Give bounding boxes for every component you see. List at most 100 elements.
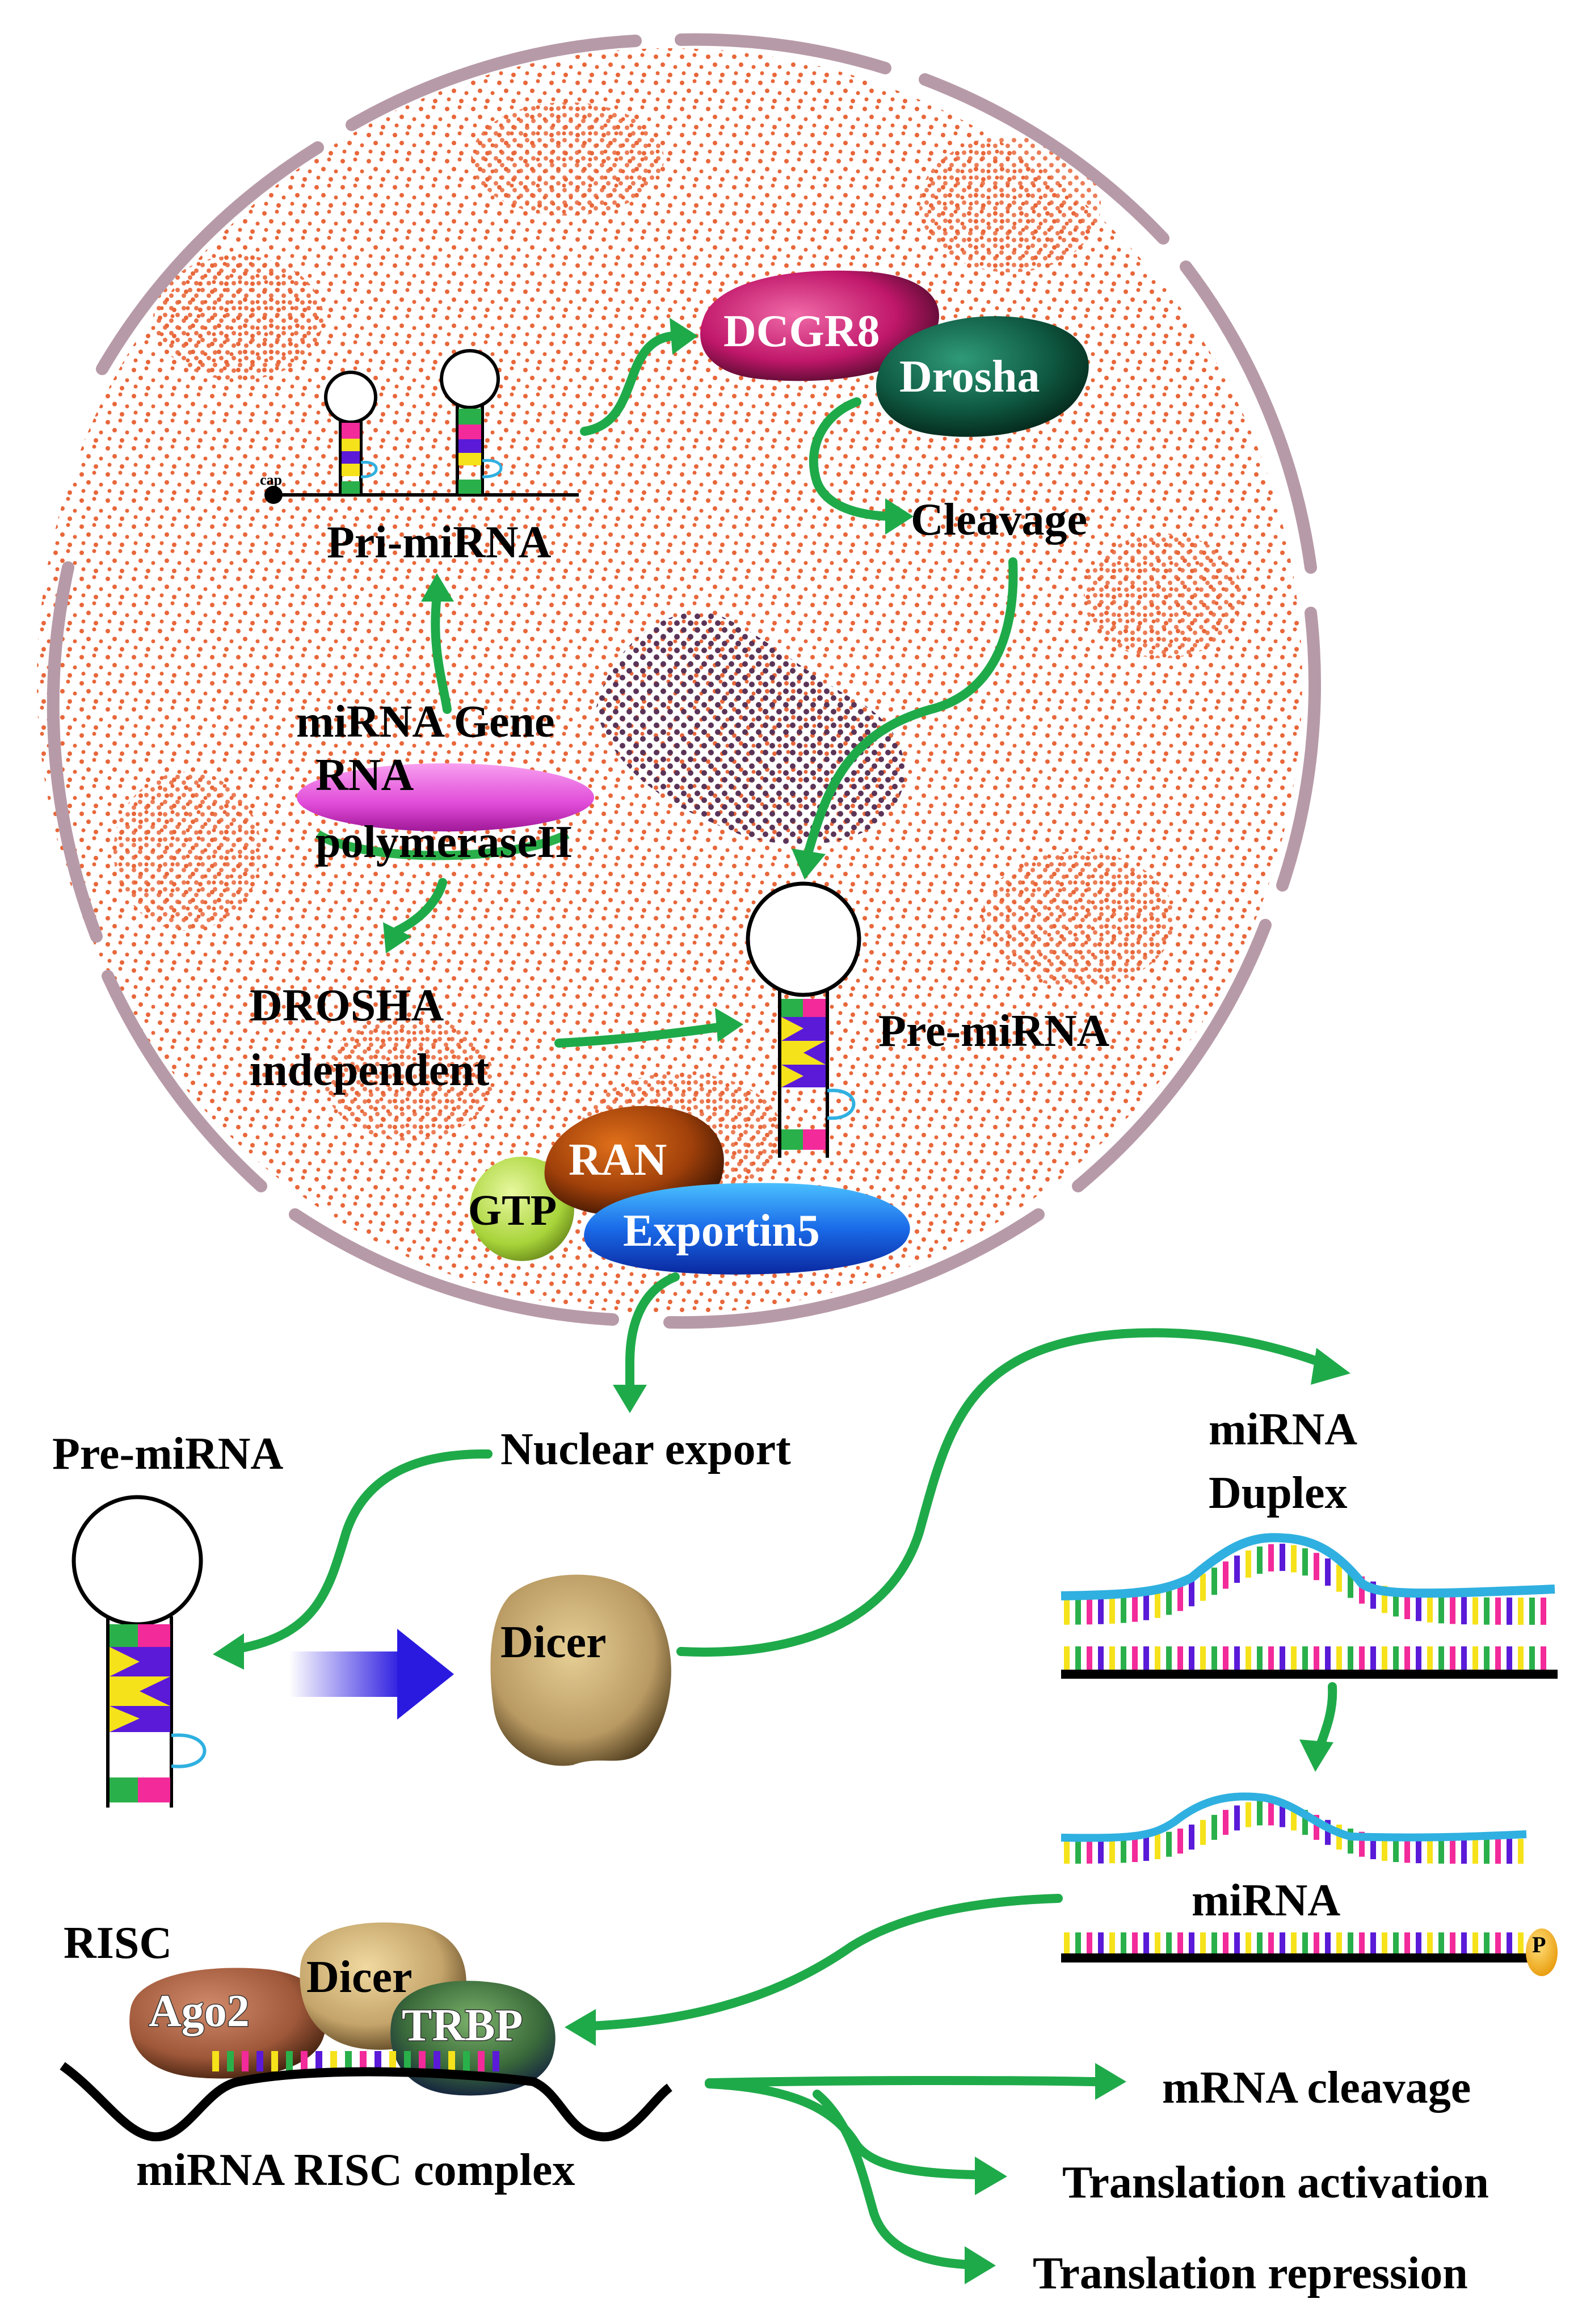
mirna-duplex-label-2: Duplex bbox=[1209, 1468, 1348, 1518]
nucleotide-base bbox=[1359, 1831, 1365, 1857]
nucleotide-base bbox=[1370, 1834, 1376, 1859]
polymerase-label: polymeraseII bbox=[315, 817, 573, 867]
nucleotide-base bbox=[1257, 1546, 1263, 1574]
nucleotide-base bbox=[1211, 1567, 1217, 1595]
nucleotide-base bbox=[1075, 1838, 1081, 1864]
nucleotide-base bbox=[315, 2051, 322, 2071]
nucleotide-base bbox=[1177, 1583, 1183, 1611]
nucleotide-base bbox=[1529, 1597, 1535, 1625]
nucleotide-base bbox=[1302, 1548, 1308, 1576]
nucleotide-base bbox=[1495, 1646, 1501, 1671]
dicer-label: Dicer bbox=[500, 1617, 607, 1667]
rna-polymerase-ii: RNA polymeraseII bbox=[297, 750, 594, 867]
nucleotide-base bbox=[1336, 1824, 1342, 1850]
nucleotide-base bbox=[1234, 1556, 1240, 1583]
nucleotide-base bbox=[1200, 1573, 1206, 1601]
nucleotide-base bbox=[1461, 1597, 1467, 1625]
nucleotide-base bbox=[1155, 1834, 1160, 1859]
exportin5-protein: Exportin5 bbox=[584, 1183, 910, 1275]
nucleotide-base bbox=[1291, 1646, 1297, 1671]
nucleotide-base bbox=[1177, 1829, 1183, 1854]
nucleotide-base bbox=[301, 2051, 308, 2071]
pre-mirna-cytoplasm-structure bbox=[71, 1495, 207, 1808]
nucleotide-base bbox=[1518, 1597, 1524, 1625]
pri-hairpin-2 bbox=[440, 349, 503, 495]
pre-mirna-cytoplasm-label: Pre-miRNA bbox=[52, 1429, 283, 1479]
nucleotide-base bbox=[1234, 1646, 1240, 1671]
nucleotide-base bbox=[1518, 1838, 1524, 1864]
arrow-to-mrna-cleavage bbox=[705, 2075, 1100, 2087]
nucleotide-base bbox=[1268, 1800, 1274, 1826]
nucleotide-base bbox=[345, 2051, 352, 2071]
target-mrna bbox=[60, 2062, 673, 2142]
arrow-cleavage-to-pre bbox=[804, 557, 1018, 856]
ago2-label: Ago2 bbox=[149, 1986, 250, 2036]
nucleotide-base bbox=[1416, 1646, 1421, 1671]
ago2-protein: Ago2 bbox=[129, 1968, 327, 2079]
nucleotide-base bbox=[1438, 1838, 1444, 1864]
trbp-label: TRBP bbox=[402, 2001, 523, 2050]
nucleotide-base bbox=[1291, 1545, 1297, 1573]
nucleotide-base bbox=[242, 2051, 249, 2071]
nucleotide-base bbox=[1359, 1576, 1365, 1604]
nucleotide-base bbox=[1211, 1932, 1217, 1955]
nucleotide-base bbox=[1495, 1932, 1501, 1955]
arrow-pri-to-dcgr8 bbox=[580, 331, 685, 436]
nucleotide-base bbox=[1461, 1932, 1467, 1955]
nucleotide-base bbox=[256, 2051, 263, 2071]
nucleotide-base bbox=[1370, 1932, 1376, 1955]
cleavage-label: Cleavage bbox=[911, 495, 1087, 545]
pri-mirna-label: Pri-miRNA bbox=[327, 518, 552, 568]
drosha-independent-label-1: DROSHA bbox=[250, 981, 444, 1031]
dicer-protein: Dicer bbox=[490, 1574, 671, 1766]
nucleotide-base bbox=[1325, 1932, 1331, 1955]
nucleotide-base bbox=[1484, 1597, 1490, 1625]
nucleotide-base bbox=[1109, 1596, 1115, 1624]
nucleotide-base bbox=[1472, 1838, 1478, 1864]
nucleotide-base bbox=[1393, 1932, 1399, 1955]
nucleotide-base bbox=[1189, 1932, 1194, 1955]
nucleotide-base bbox=[1325, 1646, 1331, 1671]
nucleotide-base bbox=[1348, 1932, 1353, 1955]
cap-label: cap bbox=[260, 472, 282, 488]
nucleotide-base bbox=[1314, 1814, 1319, 1840]
nucleotide-base bbox=[1507, 1932, 1512, 1955]
nucleotide-base bbox=[1438, 1596, 1444, 1624]
nucleotide-base bbox=[1268, 1544, 1274, 1571]
nucleotide-base bbox=[1075, 1646, 1081, 1671]
nucleotide-base bbox=[1166, 1587, 1172, 1615]
nucleotide-base bbox=[1246, 1550, 1251, 1578]
nucleotide-base bbox=[1246, 1646, 1251, 1671]
nucleotide-base bbox=[1314, 1646, 1319, 1671]
nucleotide-base bbox=[1064, 1597, 1070, 1625]
nucleotide-base bbox=[1280, 1544, 1285, 1571]
processing-block-arrow bbox=[289, 1629, 454, 1720]
pri-mirna-structure: cap bbox=[260, 349, 579, 504]
nucleotide-base bbox=[1155, 1646, 1160, 1671]
nucleotide-base bbox=[1404, 1591, 1410, 1619]
nucleotide-base bbox=[1132, 1594, 1138, 1622]
phosphate-label: P bbox=[1532, 1932, 1546, 1957]
nucleotide-base bbox=[1336, 1564, 1342, 1592]
nuclear-export-label: Nuclear export bbox=[500, 1424, 791, 1474]
nucleotide-base bbox=[1234, 1805, 1240, 1831]
mirna-duplex-structure bbox=[1061, 1533, 1558, 1679]
nucleotide-base bbox=[360, 2051, 367, 2071]
nucleotide-base bbox=[1404, 1932, 1410, 1955]
mirna-gene-label: miRNA Gene bbox=[296, 697, 555, 747]
nucleotide-base bbox=[1257, 1932, 1263, 1955]
nucleotide-base bbox=[1087, 1932, 1092, 1955]
nucleotide-base bbox=[1109, 1932, 1115, 1955]
nucleotide-base bbox=[1336, 1646, 1342, 1671]
nucleotide-base bbox=[1280, 1802, 1285, 1827]
nucleotide-base bbox=[1075, 1597, 1081, 1625]
dcgr8-label: DCGR8 bbox=[723, 306, 880, 356]
nucleotide-base bbox=[1109, 1646, 1115, 1671]
pre-mirna-nuclear-structure bbox=[746, 881, 861, 1158]
nucleotide-base bbox=[1348, 1570, 1353, 1598]
nucleotide-base bbox=[1393, 1646, 1399, 1671]
nucleotide-base bbox=[1382, 1932, 1387, 1955]
nucleotide-base bbox=[1177, 1932, 1183, 1955]
nucleotide-base bbox=[1302, 1646, 1308, 1671]
